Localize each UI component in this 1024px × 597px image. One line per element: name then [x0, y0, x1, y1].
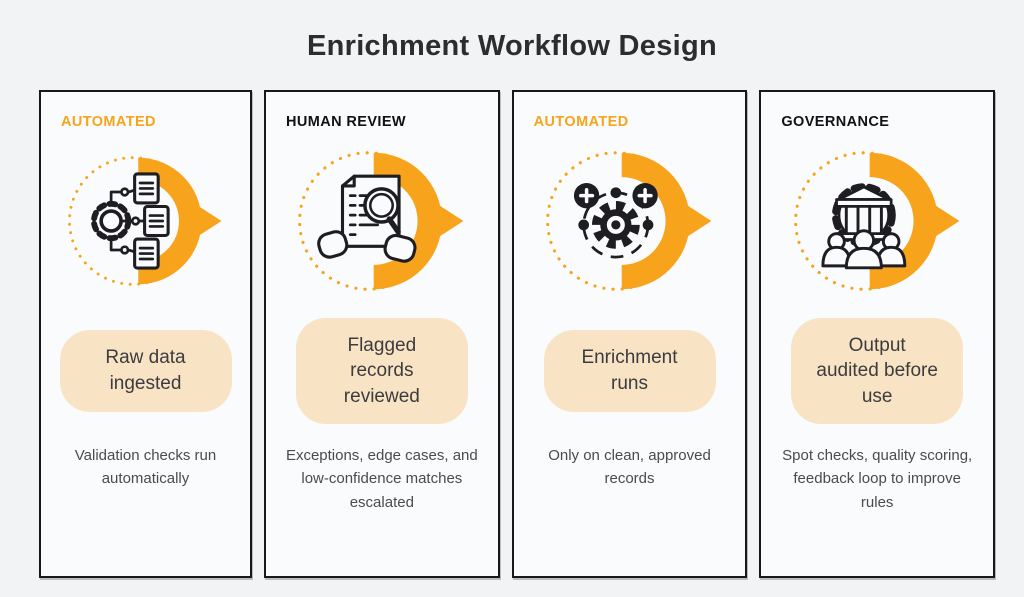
document-review-icon [317, 174, 417, 263]
governance-audit-icon [821, 183, 906, 270]
arrow-ring-graphic [298, 151, 464, 291]
arrow-tip [678, 199, 712, 243]
enrichment-runs-icon [573, 182, 658, 259]
pill-slot: Enrichment runs [528, 308, 732, 434]
card-human-review: HUMAN REVIEW [264, 90, 500, 578]
stage-pill: Enrichment runs [543, 330, 716, 412]
stage-label: GOVERNANCE [781, 114, 890, 130]
arrow-tip [925, 199, 960, 243]
plus-badge [632, 182, 658, 209]
arrow-ring-graphic [546, 151, 712, 291]
arrow-ring [374, 152, 443, 290]
arrow-tip [430, 199, 464, 243]
page-title: Enrichment Workflow Design [306, 30, 718, 62]
stage-description: Spot checks, quality scoring, feedback l… [782, 447, 973, 511]
stage-pill: Flagged records reviewed [295, 317, 468, 425]
arrow-ring [869, 152, 938, 290]
stage-description: Only on clean, approved records [548, 447, 711, 488]
arrow-ring-motif [528, 142, 732, 300]
pill-slot: Raw data ingested [55, 308, 236, 434]
card-automated-enrichment: AUTOMATED [511, 90, 748, 578]
stage-description: Exceptions, edge cases, and low-confiden… [285, 447, 478, 511]
arrow-ring-graphic [68, 156, 222, 286]
arrow-ring [621, 152, 690, 290]
arrow-tip [190, 201, 222, 241]
arrow-ring-motif [280, 142, 484, 300]
stage-description: Validation checks run automatically [74, 447, 217, 488]
card-governance: GOVERNANCE [759, 90, 996, 578]
pill-slot: Flagged records reviewed [280, 308, 484, 434]
arrow-ring-graphic [793, 151, 960, 291]
arrow-ring-motif [775, 142, 979, 300]
pill-slot: Output audited before use [775, 308, 979, 434]
workflow-cards: AUTOMATED [39, 90, 996, 578]
data-ingestion-icon [90, 172, 170, 270]
arrow-ring-motif [55, 142, 236, 300]
arrow-ring [138, 157, 202, 285]
people-group [821, 229, 906, 270]
stage-pill: Output audited before use [791, 317, 964, 425]
stage-pill: Raw data ingested [59, 330, 232, 412]
stage-label: HUMAN REVIEW [286, 114, 406, 130]
plus-badge [573, 182, 600, 209]
stage-label: AUTOMATED [533, 114, 629, 130]
stage-label: AUTOMATED [61, 114, 156, 130]
card-automated-ingest: AUTOMATED [39, 90, 252, 578]
